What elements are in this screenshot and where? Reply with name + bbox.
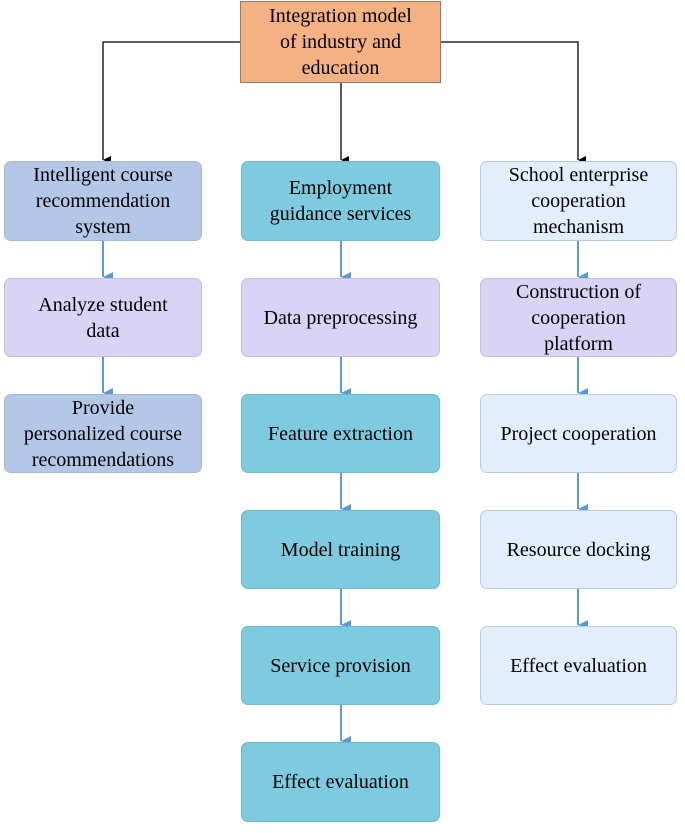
node-feature-extraction: Feature extraction bbox=[241, 394, 440, 473]
root-to-cooperation-mechanism-connector bbox=[441, 41, 586, 164]
root-to-course-system-connector bbox=[102, 41, 240, 164]
node-label: Model training bbox=[280, 538, 401, 561]
node-label: Service provision bbox=[270, 654, 411, 677]
node-label: Employment guidance services bbox=[269, 177, 412, 225]
node-label: Construction of cooperation platform bbox=[516, 280, 641, 355]
node-label: School enterprise cooperation mechanism bbox=[508, 164, 649, 238]
node-label: Data preprocessing bbox=[263, 306, 418, 329]
root-node-integration-model: Integration model of industry and educat… bbox=[240, 1, 441, 83]
node-data-preprocessing: Data preprocessing bbox=[241, 278, 440, 357]
node-effect-evaluation-employment: Effect evaluation bbox=[241, 742, 440, 822]
node-intelligent-course-recommendation-system: Intelligent course recommendation system bbox=[4, 161, 202, 241]
node-model-training: Model training bbox=[241, 510, 440, 589]
node-school-enterprise-cooperation-mechanism: School enterprise cooperation mechanism bbox=[480, 161, 677, 241]
node-label: Intelligent course recommendation system bbox=[33, 164, 173, 238]
node-construction-of-cooperation-platform: Construction of cooperation platform bbox=[480, 278, 677, 357]
node-analyze-student-data: Analyze student data bbox=[4, 278, 202, 357]
node-service-provision: Service provision bbox=[241, 626, 440, 705]
node-label: Project cooperation bbox=[500, 422, 657, 445]
node-label: Resource docking bbox=[506, 538, 651, 561]
node-project-cooperation: Project cooperation bbox=[480, 394, 677, 473]
node-employment-guidance-services: Employment guidance services bbox=[241, 161, 440, 241]
node-resource-docking: Resource docking bbox=[480, 510, 677, 589]
root-node-label: Integration model of industry and educat… bbox=[269, 5, 412, 79]
node-label: Feature extraction bbox=[268, 422, 413, 445]
node-label: Provide personalized course recommendati… bbox=[23, 396, 183, 471]
node-label: Effect evaluation bbox=[510, 654, 647, 677]
node-effect-evaluation-cooperation: Effect evaluation bbox=[480, 626, 677, 705]
node-label: Analyze student data bbox=[38, 293, 168, 342]
node-label: Effect evaluation bbox=[272, 771, 409, 793]
node-provide-personalized-course-recommendations: Provide personalized course recommendati… bbox=[4, 394, 202, 473]
